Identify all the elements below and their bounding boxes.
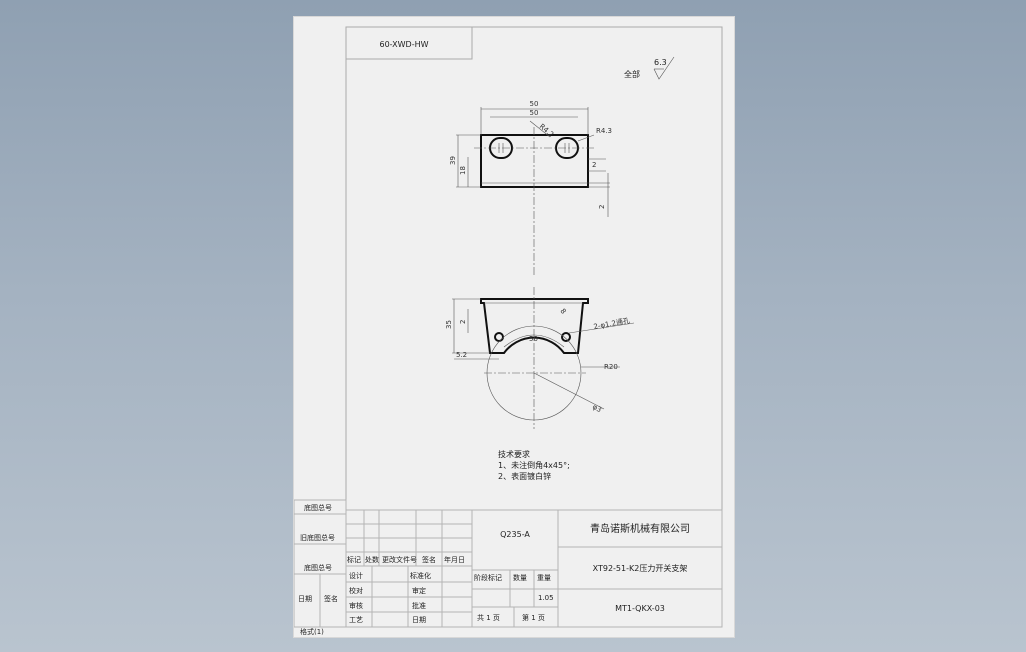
roughness-symbol bbox=[653, 56, 675, 80]
sheet-current: 第 1 页 bbox=[522, 613, 545, 622]
dim-39: 39 bbox=[449, 156, 457, 165]
stage-header-2: 重量 bbox=[537, 574, 551, 582]
dim-18: 18 bbox=[459, 166, 467, 175]
drawing-sheet: 60-XWD-HW 全部 6.3 50 50 R4.2 R4.3 2 2 bbox=[293, 16, 735, 638]
stage-header-0: 阶段标记 bbox=[474, 573, 502, 582]
role-2: 审核 bbox=[349, 601, 363, 610]
dim-8: 8 bbox=[558, 307, 567, 316]
stage-header-1: 数量 bbox=[513, 573, 527, 582]
dim-phi: φ3 bbox=[591, 403, 603, 414]
rev-header-0: 标记 bbox=[347, 555, 361, 564]
left-col-2: 底图总号 bbox=[304, 563, 332, 572]
dim-50-c: 50 bbox=[529, 335, 538, 343]
roughness-value: 6.3 bbox=[654, 58, 667, 67]
left-column: 底图总号 旧底图总号 底图总号 日期 签名 bbox=[294, 499, 347, 628]
format-label: 格式(1) bbox=[300, 627, 324, 636]
engineering-drawing: 60-XWD-HW 全部 6.3 50 50 R4.2 R4.3 2 2 bbox=[294, 26, 723, 636]
left-col-0: 底图总号 bbox=[304, 503, 332, 512]
hole-left bbox=[494, 332, 504, 342]
rev-header-4: 年月日 bbox=[444, 555, 465, 564]
role2-3: 日期 bbox=[412, 616, 426, 624]
title-block: 标记 处数 更改文件号 签名 年月日 设计 校对 审核 工艺 标准化 审定 批准… bbox=[345, 509, 723, 628]
left-col-4: 签名 bbox=[324, 594, 338, 603]
dim-2-c: 2 bbox=[459, 320, 467, 324]
role2-2: 批准 bbox=[412, 601, 426, 610]
dim-hole: 2-φ1.2通孔 bbox=[593, 316, 631, 331]
dim-50-b: 50 bbox=[530, 109, 539, 117]
notes-line-2: 2、表面镀白锌 bbox=[498, 471, 551, 481]
left-col-1: 旧底图总号 bbox=[300, 533, 335, 542]
weight: 1.05 bbox=[538, 594, 554, 602]
rev-header-3: 签名 bbox=[422, 555, 436, 564]
top-view-outline bbox=[480, 134, 589, 188]
sheets-total: 共 1 页 bbox=[477, 613, 500, 622]
top-label: 60-XWD-HW bbox=[379, 40, 428, 49]
rev-header-1: 处数 bbox=[365, 555, 379, 564]
front-view: φ3 R20 50 2-φ1.2通孔 8 35 2 5.2 bbox=[445, 287, 635, 429]
part-name: XT92-51-K2压力开关支架 bbox=[593, 563, 688, 573]
dim-2-b: 2 bbox=[598, 205, 606, 209]
rev-header-2: 更改文件号 bbox=[382, 555, 417, 564]
dim-35: 35 bbox=[445, 320, 453, 329]
role-3: 工艺 bbox=[349, 616, 363, 624]
dim-r43: R4.3 bbox=[596, 127, 612, 135]
notes-title: 技术要求 bbox=[498, 449, 530, 459]
top-label-box bbox=[345, 26, 473, 60]
dim-2-a: 2 bbox=[592, 161, 596, 169]
top-view: 50 50 R4.2 R4.3 2 2 39 18 bbox=[449, 100, 612, 277]
role2-0: 标准化 bbox=[410, 571, 431, 580]
role-0: 设计 bbox=[349, 571, 363, 580]
hole-right bbox=[561, 332, 571, 342]
role2-1: 审定 bbox=[412, 586, 426, 595]
drawing-number: MT1-QKX-03 bbox=[615, 604, 665, 613]
left-col-3: 日期 bbox=[298, 595, 312, 603]
role-1: 校对 bbox=[349, 586, 363, 595]
dim-50-a: 50 bbox=[530, 100, 539, 108]
roughness-prefix: 全部 bbox=[624, 69, 640, 79]
notes-line-1: 1、未注倒角4x45°; bbox=[498, 460, 570, 470]
company-name: 青岛诺斯机械有限公司 bbox=[590, 522, 690, 535]
material: Q235-A bbox=[500, 530, 530, 539]
front-view-outline bbox=[480, 298, 589, 354]
dim-5-2: 5.2 bbox=[456, 351, 467, 359]
dim-r42: R4.2 bbox=[538, 122, 555, 138]
